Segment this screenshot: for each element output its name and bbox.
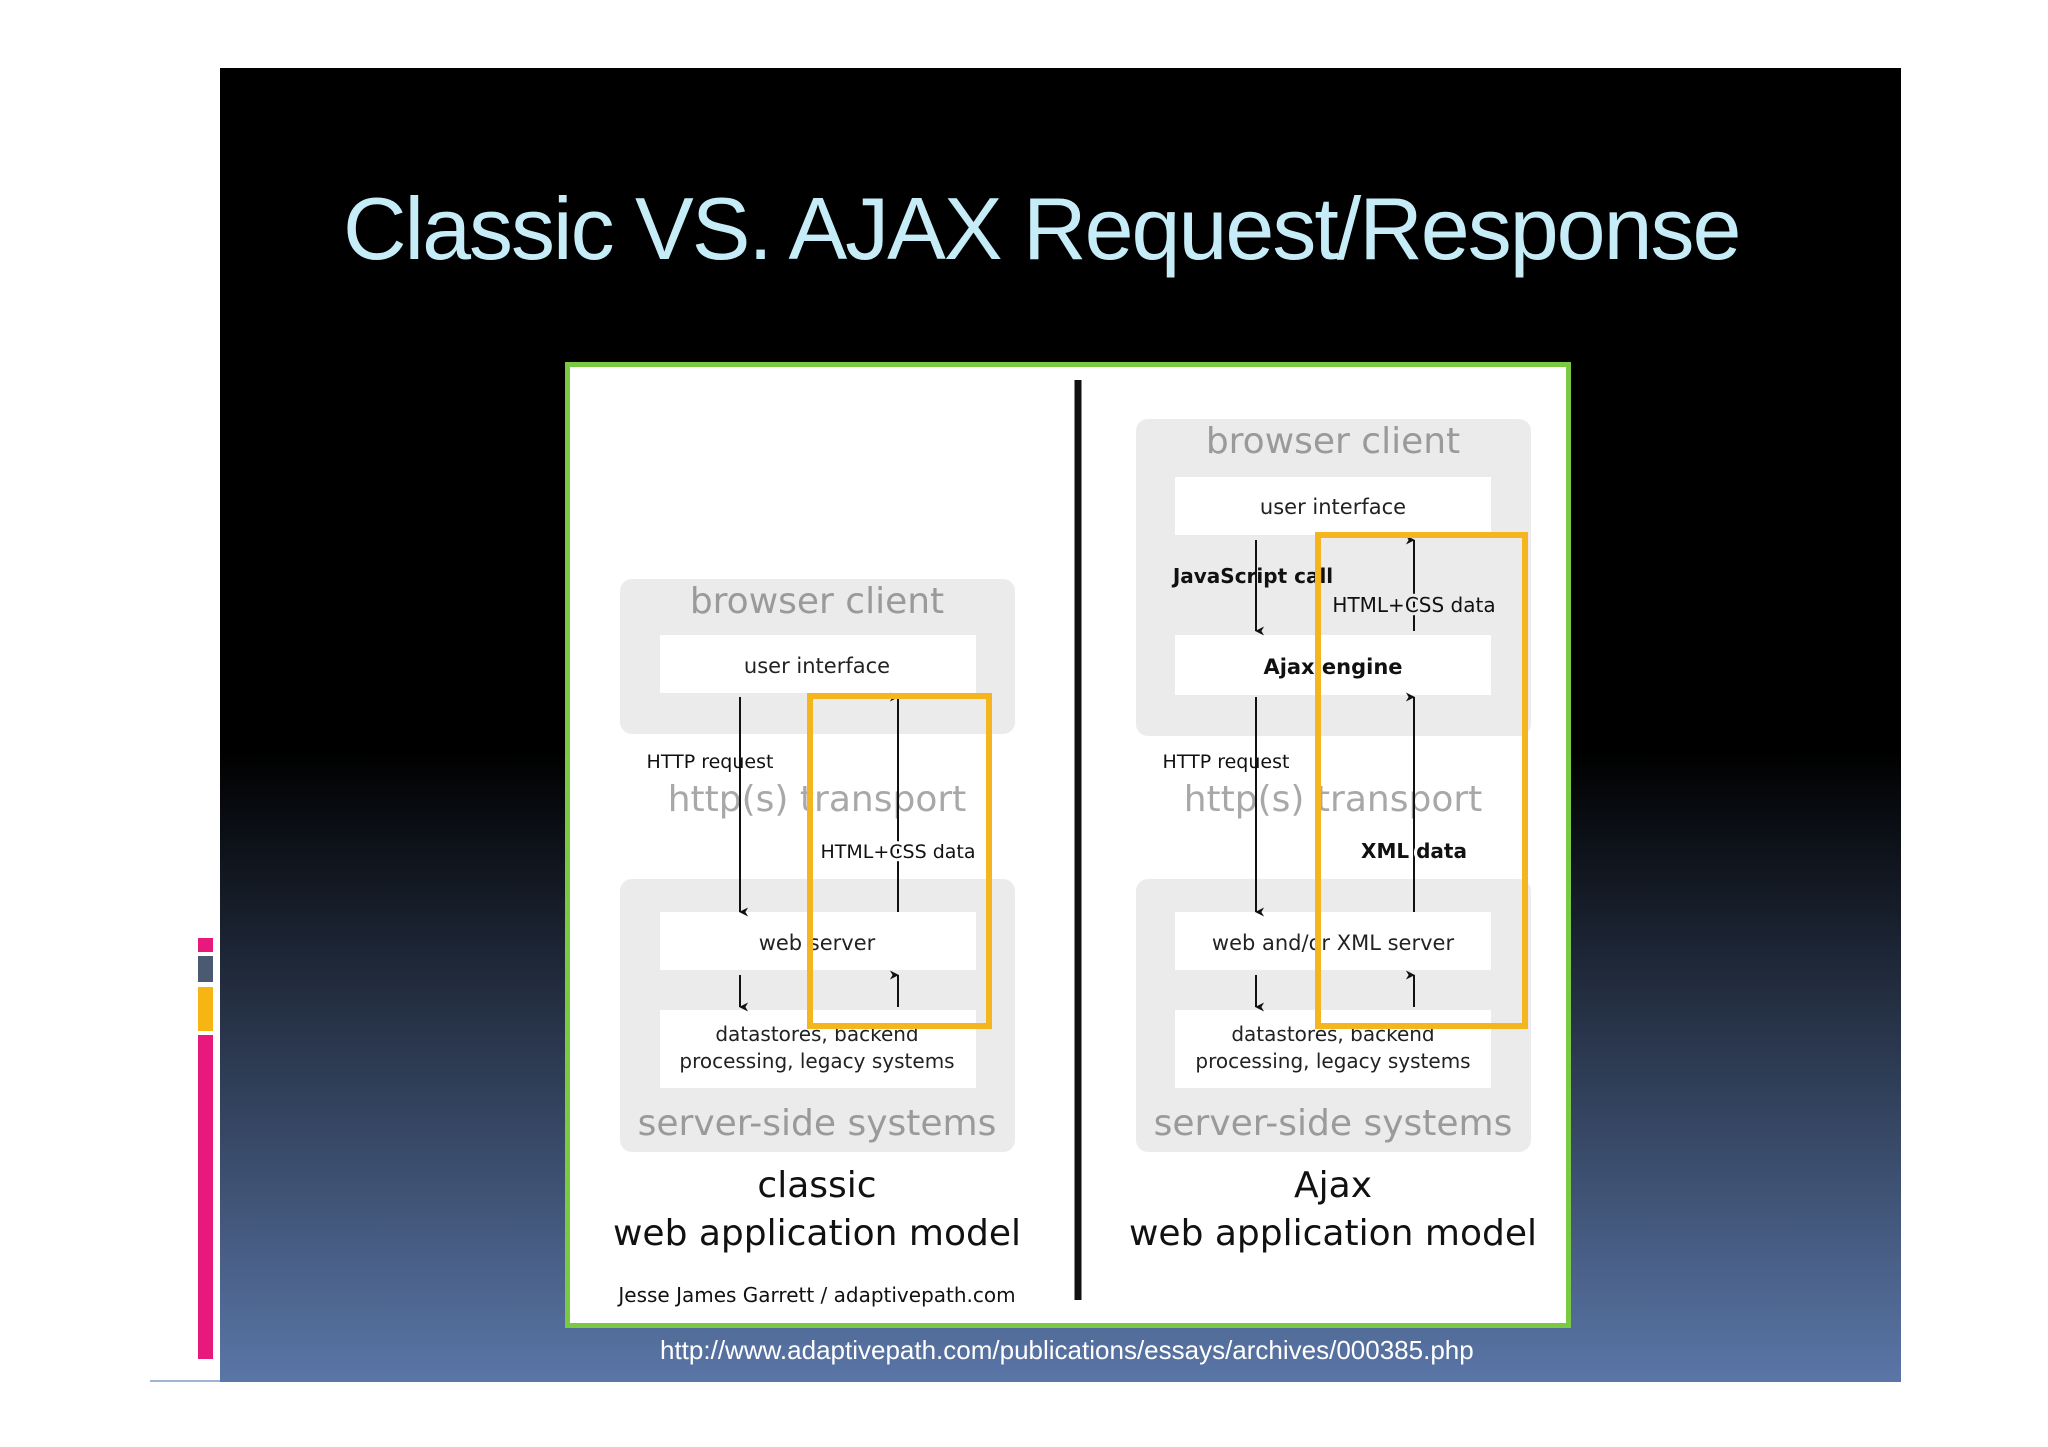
ajax-server-side-label: server-side systems [1154, 1103, 1513, 1144]
ajax-server-label: web and/or XML server [1212, 931, 1455, 955]
ajax-highlight-box [1315, 532, 1528, 1029]
figure-credit: Jesse James Garrett / adaptivepath.com [616, 1283, 1015, 1307]
classic-browser-client-label: browser client [690, 581, 944, 622]
classic-model-title-line1: classic [757, 1165, 876, 1206]
ajax-model-title-line2: web application model [1129, 1213, 1537, 1254]
ajax-js-call-label: JavaScript call [1171, 564, 1333, 588]
ajax-browser-client-label: browser client [1206, 421, 1460, 462]
ajax-xml-data-label: XML data [1361, 839, 1467, 863]
ajax-datastores-line2: processing, legacy systems [1195, 1049, 1470, 1073]
slide-decoration-bar-yellow [198, 987, 213, 1031]
figure-diagram: browser client user interface web server… [613, 380, 1537, 1307]
slide-decoration-stripes [190, 190, 220, 270]
slide-title: Classic VS. AJAX Request/Response [343, 179, 1741, 278]
ajax-html-css-data-label: HTML+CSS data [1332, 593, 1495, 617]
ajax-http-request-label: HTTP request [1163, 751, 1290, 773]
slide-decoration-bar-pink-tall [198, 1035, 213, 1359]
classic-server-side-label: server-side systems [638, 1103, 997, 1144]
classic-user-interface-label: user interface [744, 654, 890, 678]
ajax-model-figure: browser client user interface web server… [565, 362, 1571, 1328]
ajax-server-box [1175, 912, 1491, 970]
ajax-engine-label: Ajax engine [1263, 655, 1402, 679]
ajax-user-interface-label: user interface [1260, 495, 1406, 519]
classic-highlight-box [807, 693, 992, 1029]
classic-model-title-line2: web application model [613, 1213, 1021, 1254]
ajax-transport-label: http(s) transport [1184, 779, 1483, 820]
classic-datastores-line2: processing, legacy systems [679, 1049, 954, 1073]
ajax-model-title-line1: Ajax [1294, 1165, 1372, 1206]
ajax-user-interface-box [1175, 477, 1491, 535]
classic-web-server-label: web server [759, 931, 876, 955]
source-url[interactable]: http://www.adaptivepath.com/publications… [660, 1335, 1474, 1365]
classic-http-request-label: HTTP request [647, 751, 774, 773]
classic-web-server-box [660, 912, 976, 970]
slide-decoration-bar-gray [198, 956, 213, 982]
slide-decoration-bar-pink [198, 938, 213, 952]
classic-user-interface-box [660, 635, 976, 693]
classic-transport-label: http(s) transport [668, 779, 967, 820]
classic-html-css-data-label: HTML+CSS data [820, 841, 975, 863]
ajax-engine-box [1175, 635, 1491, 695]
slide-left-rule [150, 1380, 220, 1382]
